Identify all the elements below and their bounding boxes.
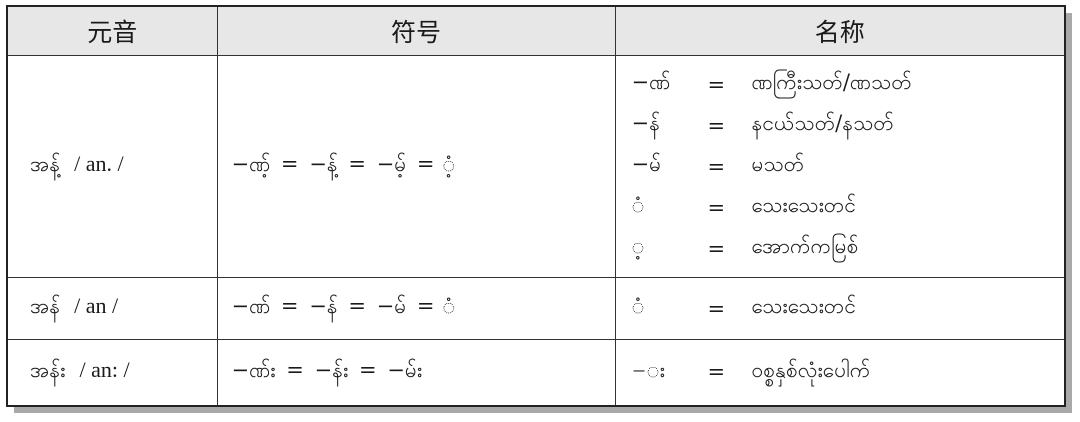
name-line: −န် = နငယ်သတ်/နသတ်: [632, 105, 1065, 146]
name-text: ဏကြီးသတ်/ဏသတ်: [751, 70, 912, 94]
equals-sign: =: [707, 113, 726, 138]
equals-sign: =: [707, 154, 726, 179]
symbol-cell: −ဏ့် = −န့် = −မ့် = ံ့: [216, 55, 616, 278]
symbol-cell: −ဏ်း = −န်း = −မ်း: [216, 339, 616, 406]
vowel-table-frame: 元音 符号 名称 အန့် / an. / −ဏ့် = −န့် = −မ့် …: [6, 5, 1066, 407]
name-line: ံ = သေးသေးတင်: [632, 187, 1065, 228]
name-text: သေးသေးတင်: [751, 294, 857, 318]
header-name: 名称: [614, 5, 1066, 56]
vowel-roman: / an. /: [74, 151, 124, 176]
name-line: ံ = သေးသေးတင်: [632, 288, 1065, 329]
name-line: ့ = အောက်ကမြစ်: [632, 228, 1065, 269]
vowel-table: 元音 符号 名称 အန့် / an. / −ဏ့် = −န့် = −မ့် …: [6, 5, 1066, 407]
header-vowel: 元音: [6, 5, 218, 56]
name-line: −း = ဝစ္စနှစ်လုံးပေါက်: [632, 352, 1065, 393]
name-cell: −ဏ် = ဏကြီးသတ်/ဏသတ် −န် = နငယ်သတ်/နသတ် −…: [614, 55, 1066, 278]
header-symbol: 符号: [216, 5, 616, 56]
vowel-cell: အန့် / an. /: [6, 55, 218, 278]
table-row: အန် / an / −ဏ် = −န် = −မ် = ံ ံ = သေးသေး…: [6, 277, 1066, 340]
equals-sign: =: [707, 236, 726, 261]
vowel-script: အန်း: [30, 357, 66, 382]
equals-sign: =: [707, 72, 726, 97]
name-symbol: −န်: [631, 111, 660, 135]
vowel-cell: အန်း / an: /: [6, 339, 218, 406]
equals-sign: =: [707, 296, 726, 321]
name-text: မသတ်: [751, 152, 805, 176]
vowel-script: အန့်: [30, 152, 61, 176]
name-symbol: ့: [631, 234, 645, 258]
equals-sign: =: [707, 360, 726, 385]
name-symbol: −မ်: [631, 152, 662, 176]
vowel-roman: / an: /: [79, 356, 130, 382]
symbol-cell: −ဏ် = −န် = −မ် = ံ: [216, 277, 616, 340]
name-text: နငယ်သတ်/နသတ်: [751, 111, 894, 135]
name-text: ဝစ္စနှစ်လုံးပေါက်: [751, 357, 871, 382]
name-symbol: ံ: [631, 294, 645, 318]
equals-sign: =: [707, 195, 726, 220]
name-line: −မ် = မသတ်: [632, 146, 1065, 187]
header-row: 元音 符号 名称: [6, 5, 1066, 56]
vowel-script: အန်: [30, 294, 61, 318]
name-cell: −း = ဝစ္စနှစ်လုံးပေါက်: [614, 339, 1066, 406]
table-row: အန့် / an. / −ဏ့် = −န့် = −မ့် = ံ့ −ဏ် …: [6, 55, 1066, 278]
name-text: အောက်ကမြစ်: [751, 234, 859, 258]
vowel-roman: / an /: [74, 293, 119, 318]
name-symbol: −ဏ်: [631, 70, 671, 94]
table-row: အန်း / an: / −ဏ်း = −န်း = −မ်း −း = ဝစ္စ…: [6, 339, 1066, 406]
name-symbol: ံ: [631, 193, 645, 217]
vowel-cell: အန် / an /: [6, 277, 218, 340]
name-text: သေးသေးတင်: [751, 193, 857, 217]
name-symbol: −း: [631, 357, 665, 382]
name-line: −ဏ် = ဏကြီးသတ်/ဏသတ်: [632, 64, 1065, 105]
name-cell: ံ = သေးသေးတင်: [614, 277, 1066, 340]
